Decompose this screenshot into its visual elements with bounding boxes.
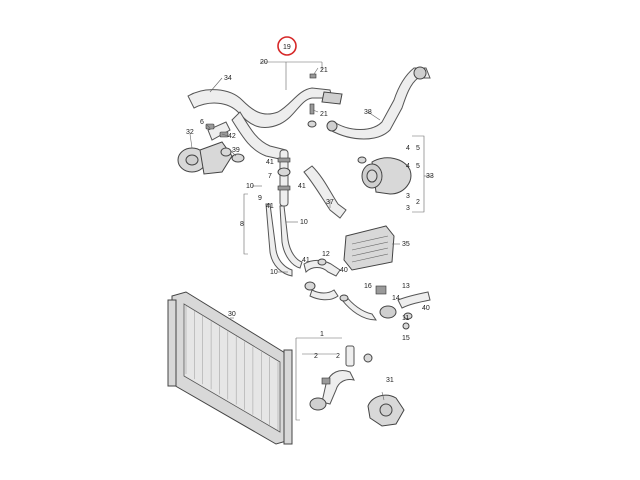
callout-21: 21: [320, 67, 328, 74]
callout-20: 20: [260, 59, 268, 66]
bolt-21-parts: [307, 73, 317, 128]
callout-42: 42: [228, 133, 236, 140]
callout-5: 5: [416, 145, 420, 152]
callout-33: 33: [426, 173, 434, 180]
callout-41: 41: [302, 257, 310, 264]
callout-7: 7: [268, 173, 272, 180]
callout-38: 38: [364, 109, 372, 116]
callout-41: 41: [298, 183, 306, 190]
hose-38: [326, 66, 431, 140]
lower-hose-group: [309, 345, 373, 411]
coolant-flange-31: [367, 394, 405, 427]
callout-40: 40: [422, 305, 430, 312]
pipe-8: [265, 203, 303, 277]
hose-37: [303, 165, 347, 219]
callout-37: 37: [326, 199, 334, 206]
callout-19: 19: [283, 44, 291, 51]
callout-4: 4: [406, 163, 410, 170]
callout-13: 13: [402, 283, 410, 290]
callout-6: 6: [200, 119, 204, 126]
callout-32: 32: [186, 129, 194, 136]
callout-16: 16: [364, 283, 372, 290]
group-brackets: [243, 135, 432, 421]
callout-3: 3: [406, 205, 410, 212]
callout-2: 2: [416, 199, 420, 206]
callout-2: 2: [314, 353, 318, 360]
callout-39: 39: [232, 147, 240, 154]
callout-10: 10: [300, 219, 308, 226]
callout-10: 10: [246, 183, 254, 190]
thermostat-housing: [177, 121, 233, 175]
callout-9: 9: [258, 195, 262, 202]
callout-12: 12: [322, 251, 330, 258]
callout-34: 34: [224, 75, 232, 82]
radiator: [167, 291, 293, 445]
callout-14: 14: [392, 295, 400, 302]
callout-11: 11: [402, 315, 409, 322]
callout-labels: 19 20 21 21 34 38 32 42 6 39 41 41 41 41…: [186, 44, 434, 384]
callout-1: 1: [320, 331, 324, 338]
callout-15: 15: [402, 335, 410, 342]
callout-35: 35: [402, 241, 410, 248]
oil-cooler: [343, 225, 395, 271]
callout-30: 30: [228, 311, 236, 318]
callout-31: 31: [386, 377, 394, 384]
highlight-circle: [277, 36, 297, 56]
callout-40: 40: [340, 267, 348, 274]
callout-3: 3: [406, 193, 410, 200]
radiator-grille: [185, 306, 279, 430]
leader-lines: [189, 67, 400, 401]
callout-2: 2: [336, 353, 340, 360]
center-pipe-column: [277, 149, 291, 207]
upper-coolant-hose: [187, 87, 343, 161]
callout-41: 41: [266, 203, 274, 210]
callout-4: 4: [406, 145, 410, 152]
coolant-flange-33: [357, 156, 412, 195]
callout-5: 5: [416, 163, 420, 170]
callout-8: 8: [240, 221, 244, 228]
callout-41: 41: [266, 159, 274, 166]
callout-21: 21: [320, 111, 328, 118]
hose-12: [303, 258, 341, 301]
lower-right-hoses: [339, 285, 431, 330]
hose-assembly-bracket: [260, 61, 323, 90]
callout-10: 10: [270, 269, 278, 276]
